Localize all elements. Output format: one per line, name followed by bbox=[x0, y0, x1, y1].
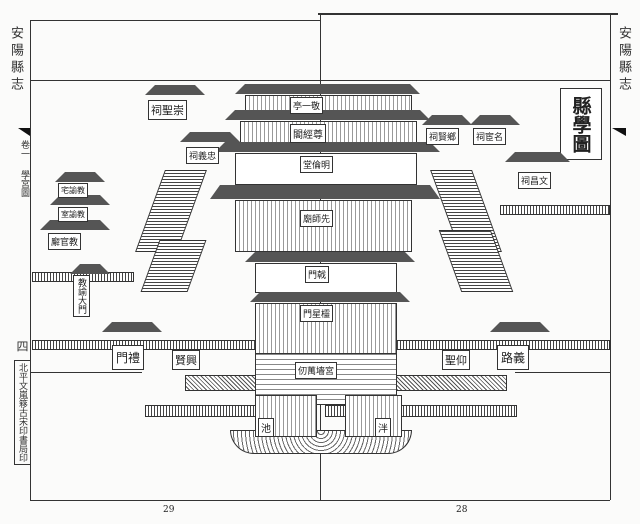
label-lingxing: 欞星門 bbox=[300, 305, 334, 322]
frame-right bbox=[610, 13, 611, 500]
label-jiaoyu-men: 教諭大門 bbox=[73, 275, 90, 317]
book-title-left: 安陽縣志 bbox=[8, 26, 23, 94]
roof-jingyi bbox=[235, 84, 420, 94]
label-jiaoyu-zhai: 教諭宅 bbox=[58, 183, 88, 198]
label-yilu: 義路 bbox=[497, 345, 530, 370]
section-label: 學宮圖 bbox=[19, 170, 29, 197]
fishtail-mark-left bbox=[18, 128, 30, 136]
map-title: 縣學圖 bbox=[560, 88, 602, 160]
page-number-left: 29 bbox=[163, 505, 175, 515]
frame-left bbox=[30, 20, 31, 500]
label-jingyi: 敬一亭 bbox=[290, 97, 324, 114]
roof-zhongyi bbox=[180, 132, 240, 142]
label-pan-right-page: 池 bbox=[258, 418, 274, 437]
frame-bottom bbox=[30, 500, 610, 501]
label-xiangxian: 鄉賢祠 bbox=[426, 128, 460, 145]
roof-wenchang bbox=[505, 152, 570, 162]
label-jimen: 戟門 bbox=[305, 266, 330, 283]
printer-colophon: 北平文嵐簃古宋印書局印 bbox=[14, 360, 31, 465]
roof-jiaoguan bbox=[40, 220, 110, 230]
roof-jiaoyu-zhai bbox=[55, 172, 105, 182]
label-yangsheng: 仰聖 bbox=[442, 350, 470, 370]
roof-minglun bbox=[215, 142, 440, 152]
roof-chongsheng bbox=[145, 85, 205, 95]
roof-zunjing bbox=[225, 110, 430, 120]
book-title-right: 安陽縣志 bbox=[616, 26, 631, 94]
frame-top-right bbox=[318, 13, 618, 15]
label-wenchang: 文昌祠 bbox=[518, 172, 552, 189]
frame-top-left bbox=[30, 20, 320, 21]
label-zunjing: 尊經閣 bbox=[290, 124, 326, 143]
frame-lower-left bbox=[30, 372, 142, 373]
label-jiaoguan: 教官廨 bbox=[48, 233, 82, 250]
fishtail-mark-right bbox=[612, 128, 626, 136]
label-zhongyi: 忠義祠 bbox=[186, 147, 220, 164]
label-chongsheng: 崇聖祠 bbox=[148, 100, 187, 120]
leaf-number: 四 bbox=[15, 340, 29, 356]
label-minghuan: 名宦祠 bbox=[473, 128, 507, 145]
roof-jiaoyu-men bbox=[70, 264, 110, 274]
pan-gate-right bbox=[345, 395, 402, 437]
wall-right bbox=[500, 205, 610, 215]
east-wing bbox=[438, 230, 514, 292]
roof-jiaoyu-shi bbox=[50, 195, 110, 205]
label-jiaoyu-shi: 教諭室 bbox=[58, 207, 88, 222]
pavilion-jingyi bbox=[245, 95, 412, 111]
label-gongqiang: 宮墻萬仞 bbox=[295, 362, 338, 379]
page-number-right: 28 bbox=[456, 505, 468, 515]
frame-lower-right bbox=[515, 372, 610, 373]
roof-minghuan bbox=[470, 115, 520, 125]
hall-zunjing bbox=[240, 121, 417, 143]
roof-xianshi bbox=[210, 185, 440, 199]
label-pan-left-page: 泮 bbox=[375, 418, 391, 437]
roof-limen bbox=[102, 322, 162, 332]
roof-xiangxian bbox=[422, 115, 472, 125]
label-minglun: 明倫堂 bbox=[300, 156, 334, 173]
label-xingxian: 興賢 bbox=[172, 350, 200, 370]
roof-lingxing bbox=[250, 292, 410, 302]
volume-label: 卷一 bbox=[19, 140, 29, 158]
roof-jimen bbox=[245, 252, 415, 262]
label-limen: 禮門 bbox=[112, 345, 145, 370]
label-xianshi: 先師廟 bbox=[300, 210, 334, 227]
roof-yilu bbox=[490, 322, 550, 332]
